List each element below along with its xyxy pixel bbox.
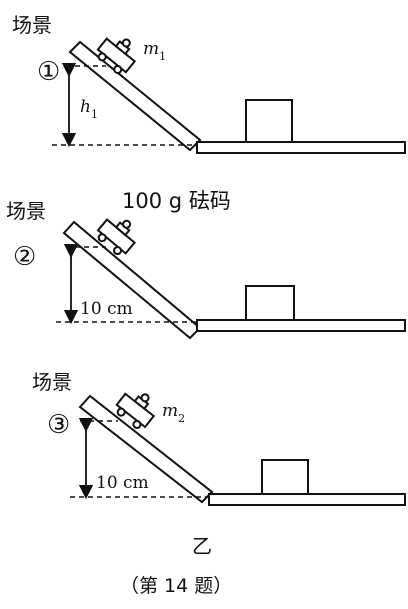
scene-3-index: ③ <box>47 410 70 440</box>
scene-2-title: 场景 <box>6 199 46 223</box>
mass-label-3: m2 <box>162 401 185 425</box>
height-label-2: 10 cm <box>80 299 133 319</box>
mass-label-1: m1 <box>143 39 166 63</box>
height-label-3: 10 cm <box>96 473 149 493</box>
block-3 <box>261 459 309 495</box>
height-label-1: h1 <box>80 97 98 121</box>
caption: （第 14 题） <box>120 575 232 597</box>
ramp-1 <box>68 40 202 152</box>
scene-2: 场景 ② 100 g 砝码 10 cm <box>6 189 406 340</box>
scene-3-title: 场景 <box>32 370 72 394</box>
block-2 <box>245 285 295 321</box>
mass-label-2: 100 g 砝码 <box>122 189 231 213</box>
scene-3: 场景 ③ 10 cm m2 <box>32 370 406 506</box>
floor-1 <box>196 141 406 154</box>
scene-1: 场景 ① h1 m1 <box>12 13 406 154</box>
floor-2 <box>196 319 406 332</box>
figure-label: 乙 <box>192 534 212 558</box>
ramp-3 <box>78 394 214 504</box>
block-1 <box>245 99 293 143</box>
scene-1-index: ① <box>37 57 60 87</box>
floor-3 <box>208 493 406 506</box>
scene-1-title: 场景 <box>12 13 52 37</box>
scene-2-index: ② <box>13 242 36 272</box>
